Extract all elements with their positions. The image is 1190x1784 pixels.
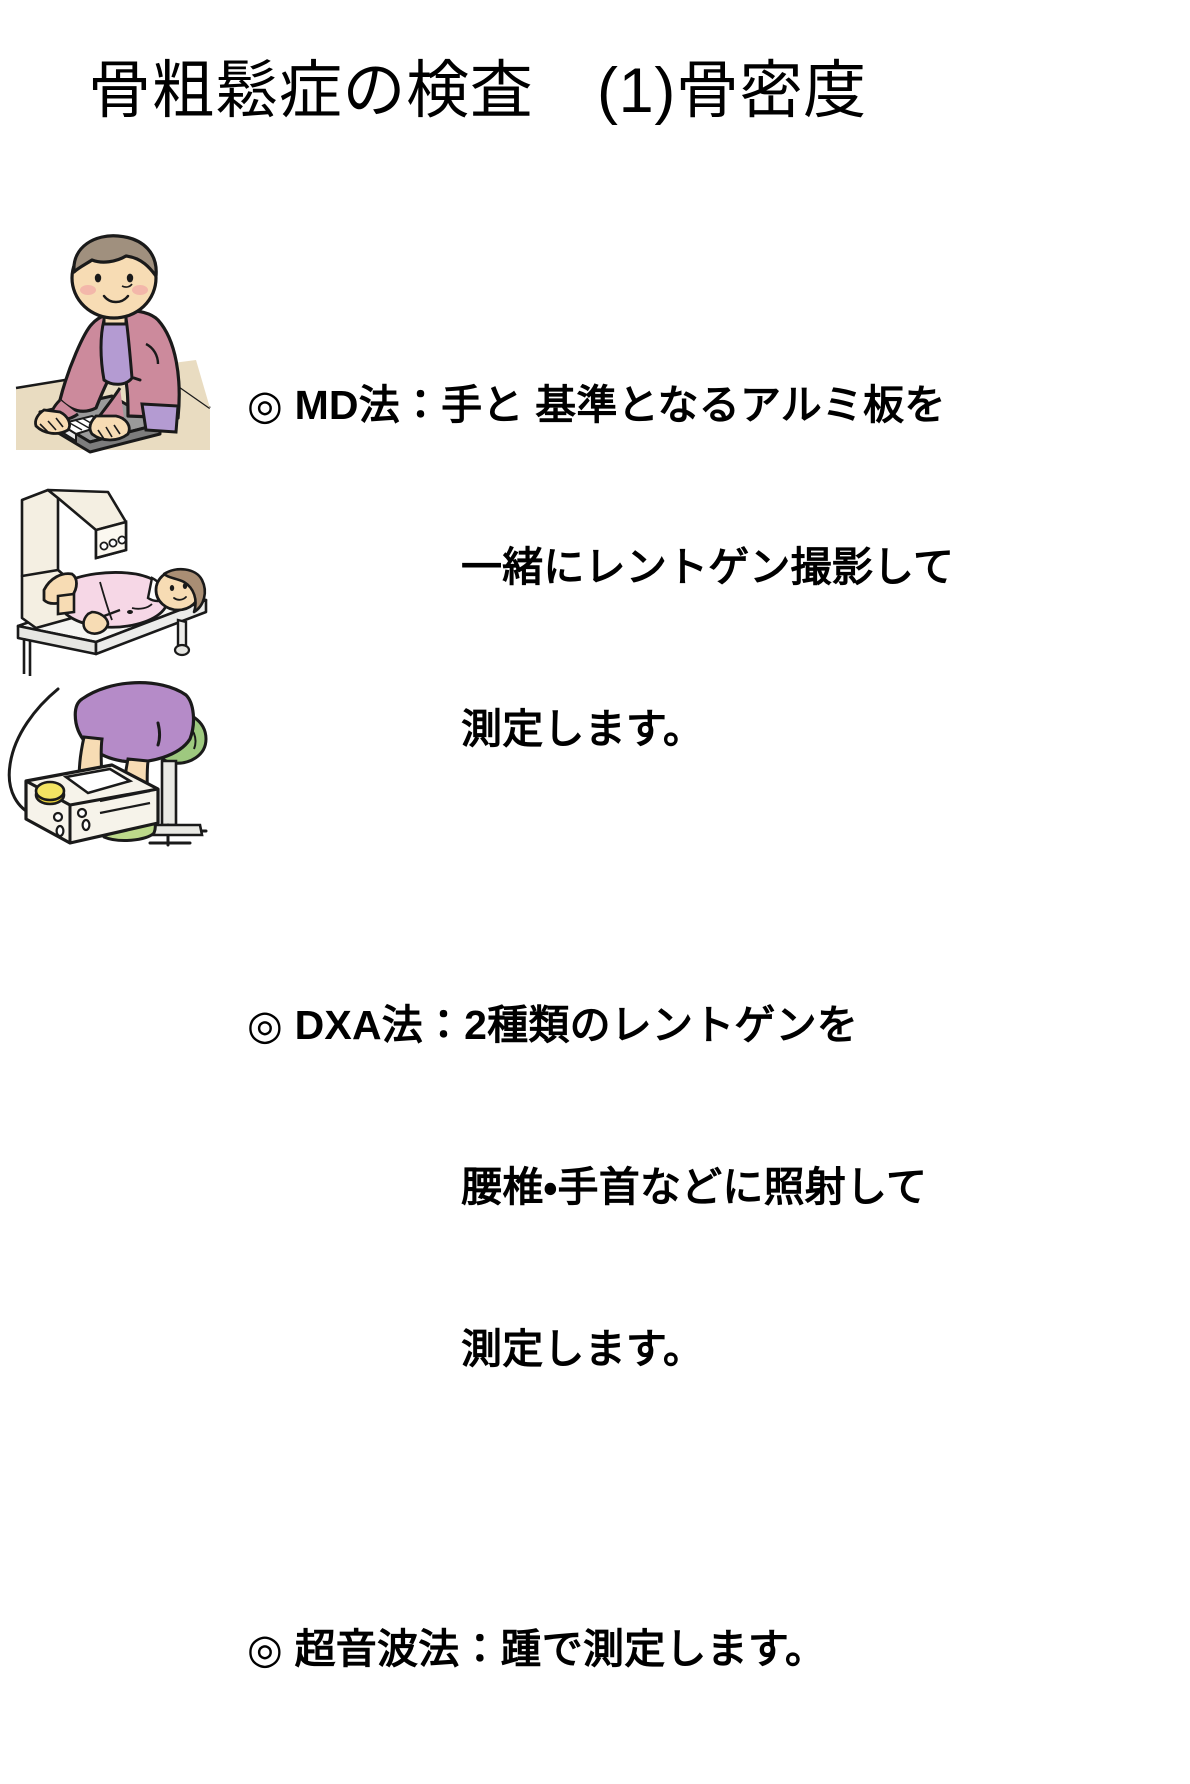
bullet-md-line-2: 一緒にレントゲン撮影して [461,544,955,590]
bullet-md-line-3: 測定します。 [461,706,705,752]
bullet-dxa-line-2: 腰椎・手首などに照射して [461,1164,928,1210]
slide-root: 骨粗鬆症の検査 (1)骨密度 [0,56,955,1672]
md-method-illustration [0,228,225,478]
bullet-md-method: ◎ MD法：手と 基準となるアルミ板を 一緒にレントゲン撮影して 測定します。 [247,270,1177,864]
bullet-ultrasound-line-1: ◎ 超音波法：踵で測定します。 [247,1626,827,1672]
dxa-method-illustration [0,478,235,683]
bullet-dxa-method: ◎ DXA法：2種類のレントゲンを 腰椎・手首などに照射して 測定します。 [247,890,1177,1484]
bullet-dxa-line-1: ◎ DXA法：2種類のレントゲンを [247,1002,859,1048]
bullet-md-line-1: ◎ MD法：手と 基準となるアルミ板を [247,382,946,428]
bullet-ultrasound-method: ◎ 超音波法：踵で測定します。 [247,1514,1177,1784]
ultrasound-method-illustration [0,673,232,873]
page-title: 骨粗鬆症の検査 (1)骨密度 [88,56,867,126]
body-text-block: ◎ MD法：手と 基準となるアルミ板を 一緒にレントゲン撮影して 測定します。 … [247,270,1177,1784]
bullet-dxa-line-3: 測定します。 [461,1326,705,1372]
illustration-column [0,228,240,878]
